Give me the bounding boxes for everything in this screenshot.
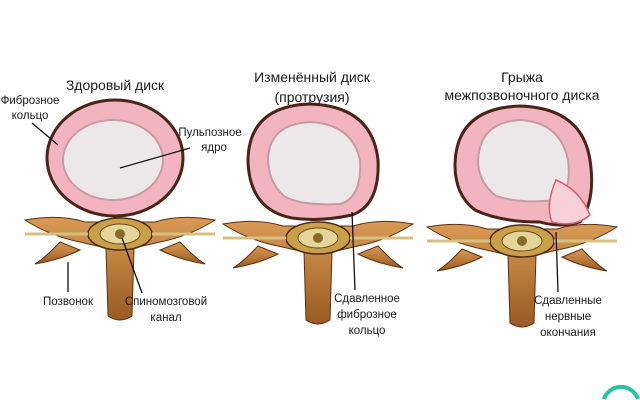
nucleus-pulposus bbox=[476, 118, 570, 203]
nucleus-pulposus bbox=[62, 119, 164, 201]
panel-title: Здоровый диск bbox=[66, 77, 165, 93]
label-compressed-annulus: Сдавленное bbox=[334, 293, 400, 305]
panel-title: Изменённый диск bbox=[254, 69, 371, 85]
panel-protrusion: Изменённый диск (протрузия) Сдавленное ф… bbox=[221, 69, 415, 337]
panel-title: (протрузия) bbox=[274, 89, 349, 105]
label-annulus: кольцо bbox=[12, 110, 49, 122]
nucleus-pulposus bbox=[266, 120, 362, 206]
label-compressed-nerves: Сдавленные bbox=[534, 295, 602, 307]
label-nucleus: Пульпозное bbox=[178, 127, 241, 139]
panel-title: межпозвоночного диска bbox=[444, 87, 599, 103]
label-spinal-canal: канал bbox=[150, 312, 181, 324]
herniated-nucleus bbox=[548, 179, 591, 225]
label-annulus: Фиброзное bbox=[1, 95, 60, 107]
label-vertebra: Позвонок bbox=[43, 296, 94, 308]
label-compressed-nerves: нервные bbox=[545, 311, 591, 323]
label-compressed-annulus: фиброзное bbox=[337, 309, 397, 321]
panel-healthy-disc: Здоровый диск Фиброзное кольцо Пульпозно… bbox=[1, 77, 242, 324]
label-nucleus: ядро bbox=[201, 142, 227, 154]
label-compressed-nerves: окончания bbox=[540, 327, 596, 339]
panel-herniation: Грыжа межпозвоночного диска Сдавленные н… bbox=[425, 69, 619, 339]
logo-icon bbox=[602, 384, 640, 400]
label-compressed-annulus: кольцо bbox=[349, 325, 386, 337]
label-spinal-canal: Спиномозговой bbox=[125, 296, 207, 308]
panel-title: Грыжа bbox=[501, 69, 543, 85]
